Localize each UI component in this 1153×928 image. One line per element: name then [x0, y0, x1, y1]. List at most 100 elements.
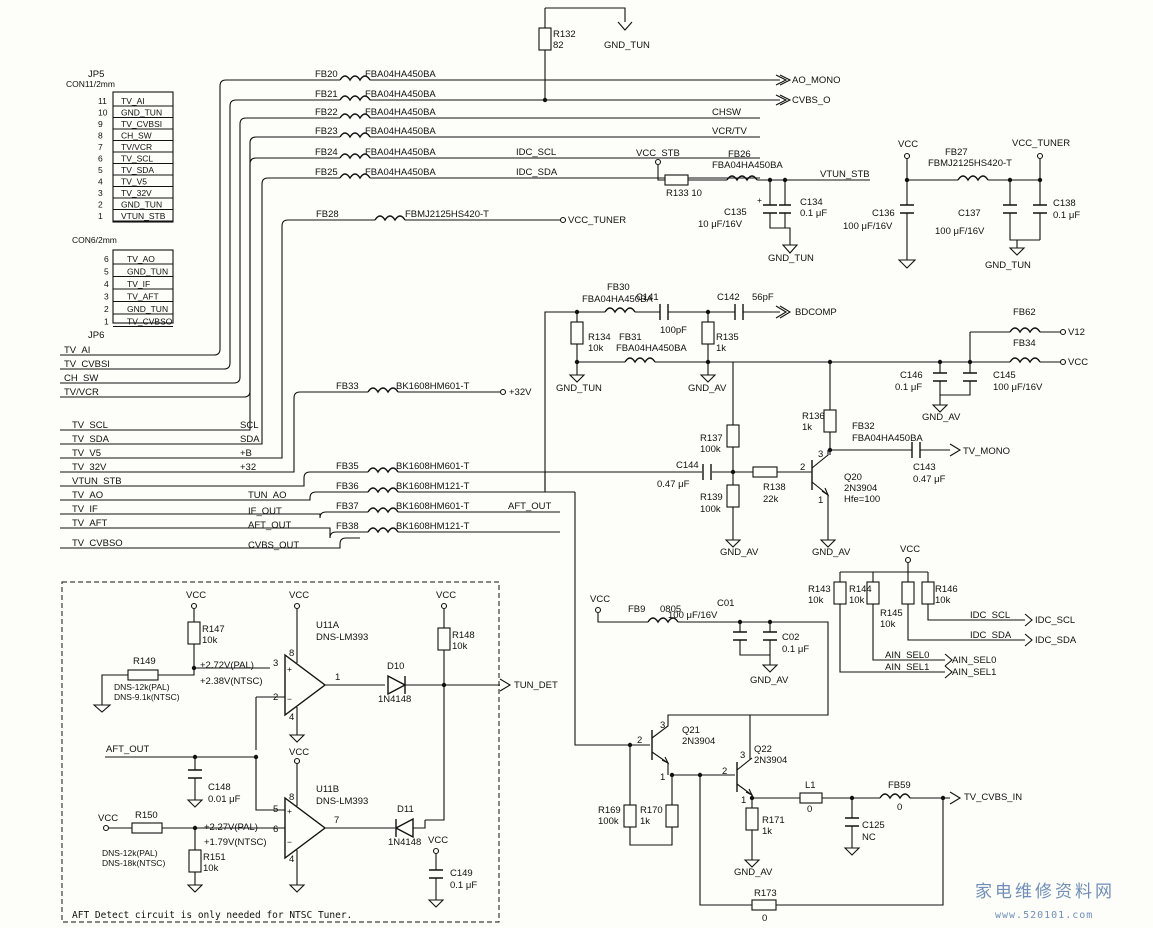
svg-text:10k: 10k: [935, 595, 951, 606]
svg-text:1: 1: [660, 772, 665, 783]
svg-text:DNS-9.1k(NTSC): DNS-9.1k(NTSC): [114, 692, 180, 702]
svg-text:0.1 μF: 0.1 μF: [800, 208, 827, 219]
svg-text:R143: R143: [808, 584, 831, 595]
svg-text:C148: C148: [208, 782, 231, 793]
svg-text:VCC: VCC: [289, 590, 309, 601]
svg-text:DNS-18k(NTSC): DNS-18k(NTSC): [102, 858, 165, 868]
watermark-url: www.520101.com: [995, 910, 1093, 921]
svg-text:VCC: VCC: [590, 594, 610, 605]
svg-text:R137: R137: [700, 433, 723, 444]
jp6-type: CON6/2mm: [72, 235, 117, 245]
svg-text:4: 4: [289, 854, 294, 865]
svg-text:100 μF/16V: 100 μF/16V: [668, 610, 718, 621]
svg-text:2N3904: 2N3904: [682, 736, 715, 747]
ferrite-part: BK1608HM601-T: [396, 501, 470, 512]
svg-text:C146: C146: [900, 370, 923, 381]
svg-text:NC: NC: [862, 832, 876, 843]
svg-text:FB27: FB27: [945, 147, 968, 158]
bus-label: TV_IF: [72, 504, 98, 515]
aft-detect-block: AFT Detect circuit is only needed for NT…: [61, 581, 558, 923]
jp5-ref: JP5: [88, 69, 104, 80]
jp5-pin-number: 10: [98, 108, 108, 118]
svg-text:4: 4: [289, 712, 294, 723]
stb-block: VCC_STB R133 10 FB26 FBA04HA450BA VTUN_S…: [636, 148, 870, 264]
svg-text:VCC: VCC: [186, 590, 206, 601]
svg-text:100 μF/16V: 100 μF/16V: [993, 382, 1043, 393]
svg-text:VCC_TUNER: VCC_TUNER: [1012, 138, 1070, 149]
net-label: AFT_OUT: [508, 501, 551, 512]
svg-text:0: 0: [897, 802, 902, 813]
watermark-cn: 家电维修资料网: [975, 882, 1115, 902]
svg-text:R170: R170: [640, 805, 663, 816]
svg-text:3: 3: [273, 658, 278, 669]
inner-label: IF_OUT: [248, 506, 282, 517]
svg-text:−: −: [287, 694, 292, 704]
svg-text:0.1 μF: 0.1 μF: [450, 880, 477, 891]
svg-text:U11A: U11A: [316, 620, 340, 631]
bus-label: TV_CVBSI: [64, 359, 110, 370]
svg-text:C145: C145: [993, 370, 1016, 381]
jp6-pin-label: TV_AO: [127, 254, 155, 264]
svg-text:V12: V12: [1068, 327, 1085, 338]
svg-text:0.1 μF: 0.1 μF: [1053, 210, 1080, 221]
svg-text:C141: C141: [636, 292, 659, 303]
jp5-pin-label: TV_CVBSI: [121, 119, 162, 129]
svg-text:22k: 22k: [763, 494, 779, 505]
svg-text:VCC: VCC: [898, 139, 918, 150]
bdcomp-block: FB30 FBA04HA450BA C141 100pF C142 56pF B…: [544, 282, 837, 490]
svg-text:0: 0: [807, 804, 812, 815]
jp5-pin-number: 4: [98, 177, 103, 187]
bus-label: TV_CVBSO: [72, 538, 123, 549]
ferrite-ref: FB36: [336, 481, 359, 492]
ferrite-part: BK1608HM601-T: [396, 461, 470, 472]
svg-text:L1: L1: [805, 780, 816, 791]
svg-text:10 μF/16V: 10 μF/16V: [698, 219, 743, 230]
bus-label: TV_V5: [72, 448, 101, 459]
svg-text:100 μF/16V: 100 μF/16V: [935, 226, 985, 237]
svg-text:R151: R151: [203, 852, 226, 863]
svg-text:C143: C143: [913, 462, 936, 473]
svg-text:100k: 100k: [700, 444, 721, 455]
ferrite-ref: FB24: [315, 147, 338, 158]
idc-net-label: IDC_SDA: [970, 630, 1012, 641]
svg-text:GND_AV: GND_AV: [720, 547, 759, 558]
svg-text:10k: 10k: [203, 863, 219, 874]
inner-label: +B: [240, 448, 252, 459]
svg-text:GND_TUN: GND_TUN: [556, 383, 602, 394]
svg-text:DNS-12k(PAL): DNS-12k(PAL): [114, 682, 170, 692]
ferrite-ref: FB35: [336, 461, 359, 472]
svg-text:5: 5: [273, 804, 278, 815]
jp5-pin-label: TV/VCR: [121, 142, 152, 152]
svg-text:FBA04HA450BA: FBA04HA450BA: [582, 294, 653, 305]
svg-text:Q20: Q20: [844, 472, 862, 483]
ferrite-part: FBA04HA450BA: [365, 126, 436, 137]
svg-text:1k: 1k: [716, 343, 726, 354]
svg-text:0.47 μF: 0.47 μF: [913, 474, 946, 485]
jp6-pin-number: 3: [104, 292, 109, 302]
inner-label: SCL: [240, 420, 258, 431]
svg-text:10k: 10k: [588, 343, 604, 354]
svg-text:R147: R147: [202, 624, 225, 635]
svg-text:1N4148: 1N4148: [388, 837, 421, 848]
svg-text:Q21: Q21: [682, 725, 700, 736]
jp6-ref: JP6: [88, 330, 104, 341]
svg-text:1: 1: [335, 672, 340, 683]
svg-text:DNS-12k(PAL): DNS-12k(PAL): [102, 848, 158, 858]
svg-text:DNS-LM393: DNS-LM393: [316, 632, 368, 643]
ferrite-ref: FB25: [315, 167, 338, 178]
jp6-pin-label: TV_CVBSO: [127, 317, 173, 327]
svg-text:VCC: VCC: [436, 590, 456, 601]
svg-text:FB34: FB34: [1013, 338, 1036, 349]
svg-text:C142: C142: [717, 292, 740, 303]
ferrite-part: BK1608HM601-T: [396, 381, 470, 392]
ferrite-part: FBA04HA450BA: [365, 89, 436, 100]
jp5-pin-number: 11: [98, 96, 107, 106]
ferrite-part: FBA04HA450BA: [365, 69, 436, 80]
svg-text:VCC: VCC: [428, 835, 448, 846]
svg-text:100pF: 100pF: [660, 325, 687, 336]
watermark: 家电维修资料网 www.520101.com: [975, 882, 1115, 921]
bus-label: TV_AO: [72, 490, 103, 501]
svg-text:2: 2: [800, 462, 805, 473]
svg-text:1k: 1k: [762, 826, 772, 837]
net-label: +32V: [509, 387, 532, 398]
